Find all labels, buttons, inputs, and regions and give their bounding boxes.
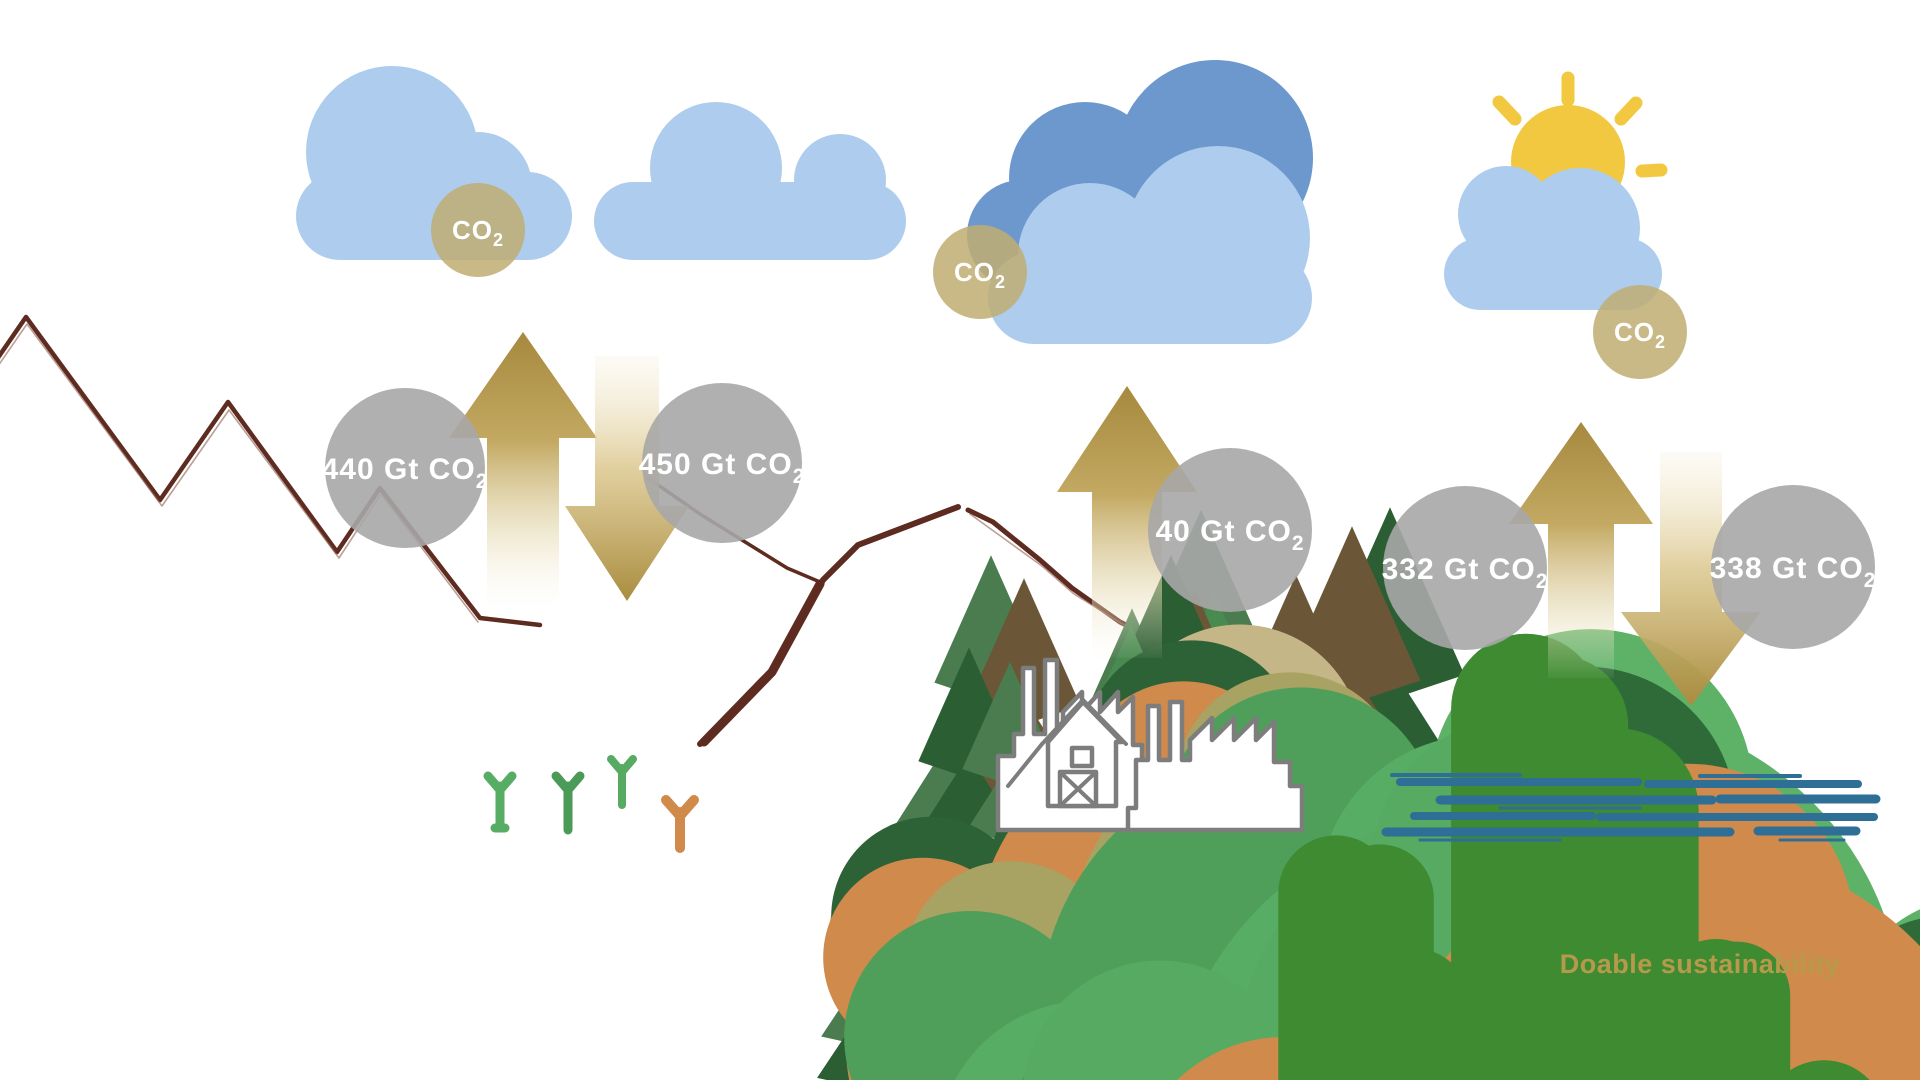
co2-badge-label: CO2 (452, 215, 504, 250)
flux-value: 450 Gt CO2 (639, 448, 806, 488)
flux-circle-industry-up: 40 Gt CO2 (1148, 448, 1312, 612)
flux-circle (1383, 486, 1547, 650)
co2-badge-circle (431, 183, 525, 277)
co2-badge-cloud-1: CO2 (431, 183, 525, 277)
flux-circle (1148, 448, 1312, 612)
leafy-tree (551, 733, 1920, 1080)
leafy-tree (483, 735, 1920, 1080)
co2-badge-cloud-3: CO2 (933, 225, 1027, 319)
deciduous-forest (483, 624, 1920, 1080)
co2-badge-label: CO2 (954, 257, 1006, 292)
flux-circle (1711, 485, 1875, 649)
flux-circle-forest-down: 450 Gt CO2 (639, 383, 806, 543)
co2-badge-label: CO2 (1614, 317, 1666, 352)
cloud-3-front (988, 146, 1312, 344)
flux-circle-ocean-down: 338 Gt CO2 (1710, 485, 1877, 649)
arrow-industry-up (1057, 386, 1197, 658)
co2-badge-cloud-4: CO2 (1593, 285, 1687, 379)
co2-badge-circle (1593, 285, 1687, 379)
ocean-waves (1381, 773, 1881, 842)
flux-circle (325, 388, 485, 548)
barn (1006, 698, 1128, 809)
co2-badge-circle (933, 225, 1027, 319)
flux-value: 338 Gt CO2 (1710, 552, 1877, 592)
factory-building-right (1125, 699, 1305, 833)
brand-wordmark: Doable sustainability (1560, 949, 1841, 979)
flux-value: 40 Gt CO2 (1155, 515, 1304, 555)
arrow-ocean-up (1509, 422, 1653, 678)
cloud-2 (594, 102, 906, 260)
flux-circle-ocean-up: 332 Gt CO2 (1382, 486, 1549, 650)
flux-value: 332 Gt CO2 (1382, 553, 1549, 593)
flux-circle (642, 383, 802, 543)
leafy-tree (607, 717, 1920, 1080)
sun-rays (1492, 71, 1668, 178)
leafy-tree (661, 763, 1920, 1080)
flux-value: 440 Gt CO2 (322, 453, 489, 493)
flux-circle-forest-up: 440 Gt CO2 (322, 388, 489, 548)
cloud-4 (1444, 166, 1662, 310)
factory-sketch (995, 657, 1305, 833)
arrow-ocean-down (1621, 452, 1761, 706)
arrow-forest-up (449, 332, 597, 606)
